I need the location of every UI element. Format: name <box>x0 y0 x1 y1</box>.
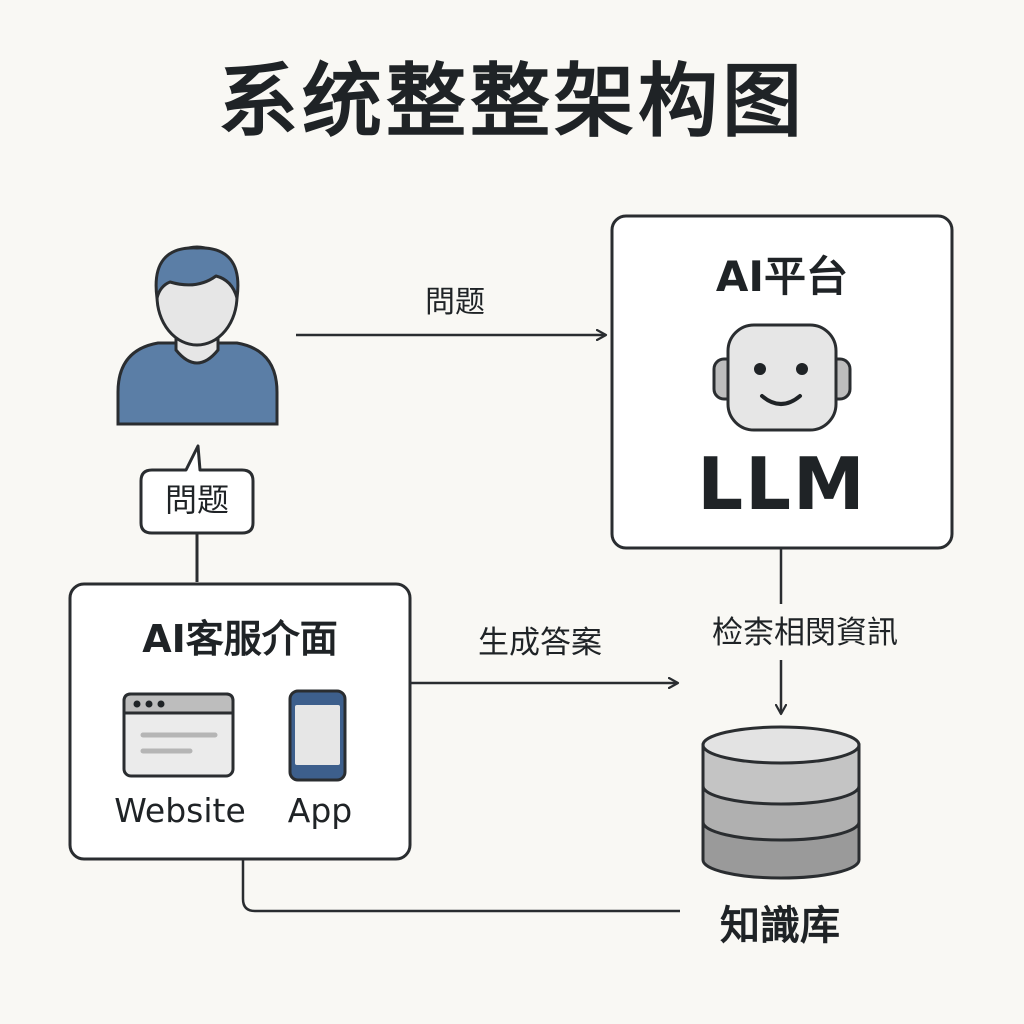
edge-label-generate-answer: 生成答案 <box>478 625 602 661</box>
user-icon <box>116 245 279 426</box>
platform-title: AI平台 <box>715 252 849 301</box>
mobile-phone-icon <box>288 689 347 782</box>
browser-window-icon <box>122 692 235 778</box>
question-bubble <box>139 444 255 535</box>
page-title: 系统整整架构图 <box>218 55 806 148</box>
database-icon <box>701 725 861 880</box>
bubble-label-question: 問题 <box>164 481 229 519</box>
ai-interface-box <box>68 582 412 861</box>
interface-title: AI客服介面 <box>142 617 338 661</box>
robot-icon <box>712 323 852 432</box>
platform-model-label: LLM <box>697 442 867 526</box>
edge-label-retrieve-info: 检柰相閔資訊 <box>712 615 898 651</box>
website-label: Website <box>114 791 246 830</box>
line-interface-to-knowledge-bottom <box>241 859 680 913</box>
knowledge-base-label: 知識库 <box>720 903 840 949</box>
app-label: App <box>287 791 353 830</box>
edge-label-question: 問题 <box>425 285 485 320</box>
